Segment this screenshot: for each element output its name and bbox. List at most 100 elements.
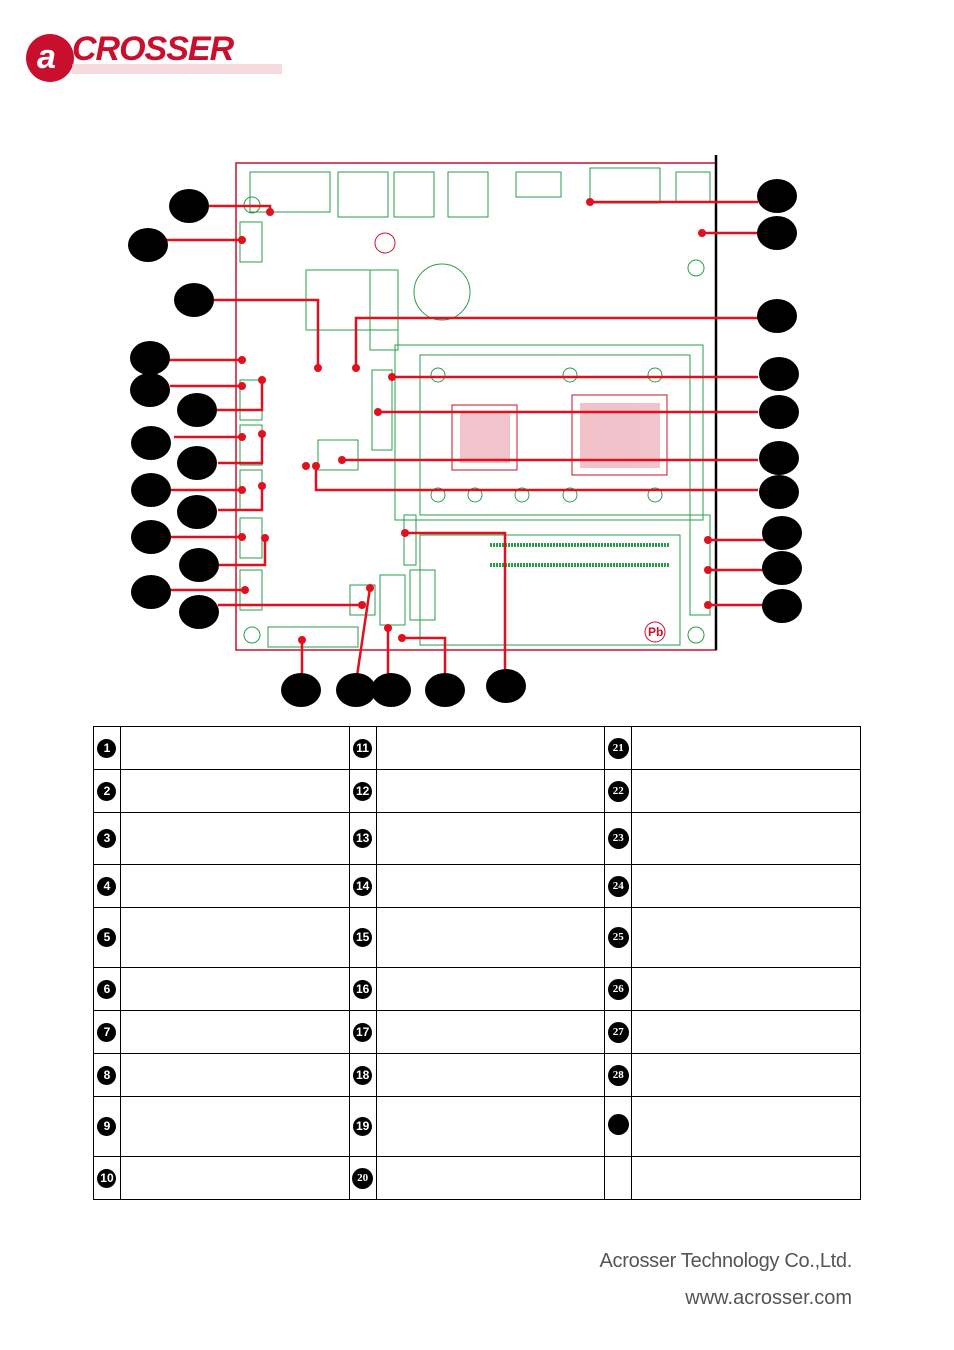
legend-description-cell bbox=[119, 769, 350, 813]
legend-number-badge: 27 bbox=[607, 1021, 629, 1043]
legend-number-badge: 19 bbox=[353, 1117, 373, 1136]
svg-text:Pb: Pb bbox=[648, 625, 663, 639]
legend-number-badge: 10 bbox=[97, 1168, 117, 1188]
legend-number-cell: 11 bbox=[348, 726, 377, 770]
company-url: www.acrosser.com bbox=[685, 1287, 852, 1309]
legend-number-badge: 4 bbox=[97, 876, 117, 896]
svg-text:a: a bbox=[37, 38, 56, 76]
legend-description-cell bbox=[375, 907, 606, 968]
legend-description-cell bbox=[631, 726, 861, 770]
legend-row: 6 16 26 bbox=[93, 967, 861, 1011]
legend-number-badge bbox=[607, 1113, 629, 1135]
legend-number-cell: 9 bbox=[93, 1096, 121, 1157]
legend-description-cell bbox=[119, 907, 350, 968]
legend-description-cell bbox=[119, 1053, 350, 1097]
legend-row: 9 19 bbox=[93, 1096, 861, 1157]
legend-description-cell bbox=[631, 967, 861, 1011]
legend-number-badge: 9 bbox=[97, 1117, 117, 1136]
legend-number-cell: 7 bbox=[93, 1010, 121, 1054]
legend-description-cell bbox=[375, 1010, 606, 1054]
legend-number-badge: 22 bbox=[607, 780, 629, 802]
legend-number-badge: 12 bbox=[353, 781, 373, 801]
legend-row: 4 14 24 bbox=[93, 864, 861, 908]
legend-number-cell: 13 bbox=[348, 812, 377, 865]
legend-number-badge: 15 bbox=[353, 928, 373, 947]
legend-number-cell: 3 bbox=[93, 812, 121, 865]
legend-number-badge: 1 bbox=[97, 738, 117, 758]
legend-number-cell: 21 bbox=[604, 726, 633, 770]
legend-description-cell bbox=[119, 812, 350, 865]
legend-description-cell bbox=[631, 907, 861, 968]
legend-number-cell: 22 bbox=[604, 769, 633, 813]
legend-description-cell bbox=[631, 1096, 861, 1157]
legend-number-cell: 20 bbox=[348, 1156, 377, 1200]
svg-text:CROSSER: CROSSER bbox=[72, 30, 235, 68]
legend-number-badge: 5 bbox=[97, 928, 117, 947]
legend-number-cell: 17 bbox=[348, 1010, 377, 1054]
legend-description-cell bbox=[119, 1010, 350, 1054]
legend-number-cell: 23 bbox=[604, 812, 633, 865]
legend-number-cell: 15 bbox=[348, 907, 377, 968]
legend-description-cell bbox=[631, 1010, 861, 1054]
legend-number-cell: 19 bbox=[348, 1096, 377, 1157]
legend-number-cell: 24 bbox=[604, 864, 633, 908]
legend-number-badge: 18 bbox=[353, 1065, 373, 1085]
motherboard-diagram: Pb bbox=[128, 155, 802, 707]
legend-number-cell bbox=[604, 1096, 633, 1157]
legend-number-badge: 20 bbox=[352, 1167, 374, 1189]
legend-number-badge: 16 bbox=[353, 979, 373, 999]
legend-number-cell: 4 bbox=[93, 864, 121, 908]
legend-number-badge: 26 bbox=[607, 978, 629, 1000]
legend-row: 7 17 27 bbox=[93, 1010, 861, 1054]
legend-number-cell: 2 bbox=[93, 769, 121, 813]
legend-row: 3 13 23 bbox=[93, 812, 861, 865]
legend-number-badge: 14 bbox=[353, 876, 373, 896]
legend-number-badge: 2 bbox=[97, 781, 117, 801]
acrosser-logo: a CROSSER bbox=[26, 30, 282, 82]
legend-description-cell bbox=[375, 812, 606, 865]
legend-number-cell: 5 bbox=[93, 907, 121, 968]
legend-number-badge: 17 bbox=[353, 1022, 373, 1042]
legend-number-badge: 8 bbox=[97, 1065, 117, 1085]
legend-number-badge: 7 bbox=[97, 1022, 117, 1042]
legend-number-badge: 3 bbox=[97, 829, 117, 848]
legend-number-cell: 16 bbox=[348, 967, 377, 1011]
legend-description-cell bbox=[119, 967, 350, 1011]
legend-number-cell: 25 bbox=[604, 907, 633, 968]
legend-number-cell: 6 bbox=[93, 967, 121, 1011]
legend-number-cell: 8 bbox=[93, 1053, 121, 1097]
legend-number-badge: 28 bbox=[607, 1064, 629, 1086]
legend-description-cell bbox=[631, 1053, 861, 1097]
legend-number-cell: 12 bbox=[348, 769, 377, 813]
legend-number-cell: 27 bbox=[604, 1010, 633, 1054]
legend-number-cell: 28 bbox=[604, 1053, 633, 1097]
legend-row: 10 20 bbox=[93, 1156, 861, 1200]
legend-description-cell bbox=[631, 864, 861, 908]
legend-number-cell: 18 bbox=[348, 1053, 377, 1097]
legend-row: 2 12 22 bbox=[93, 769, 861, 813]
legend-number-cell: 1 bbox=[93, 726, 121, 770]
legend-number-badge: 21 bbox=[607, 737, 629, 759]
legend-description-cell bbox=[631, 812, 861, 865]
legend-description-cell bbox=[119, 726, 350, 770]
legend-description-cell bbox=[375, 726, 606, 770]
legend-description-cell bbox=[375, 967, 606, 1011]
legend-number-badge: 24 bbox=[607, 875, 629, 897]
legend-description-cell bbox=[631, 1156, 861, 1200]
legend-row: 5 15 25 bbox=[93, 907, 861, 968]
legend-description-cell bbox=[375, 1156, 606, 1200]
legend-number-badge: 25 bbox=[607, 927, 629, 948]
legend-description-cell bbox=[119, 1096, 350, 1157]
legend-number-cell: 26 bbox=[604, 967, 633, 1011]
legend-number-badge: 11 bbox=[353, 738, 373, 758]
legend-number-badge: 13 bbox=[353, 829, 373, 848]
legend-row: 8 18 28 bbox=[93, 1053, 861, 1097]
company-name: Acrosser Technology Co.,Ltd. bbox=[599, 1250, 853, 1272]
legend-description-cell bbox=[375, 864, 606, 908]
legend-description-cell bbox=[375, 1096, 606, 1157]
legend-description-cell bbox=[119, 1156, 350, 1200]
legend-number-cell: 14 bbox=[348, 864, 377, 908]
legend-number-badge: 6 bbox=[97, 979, 117, 999]
